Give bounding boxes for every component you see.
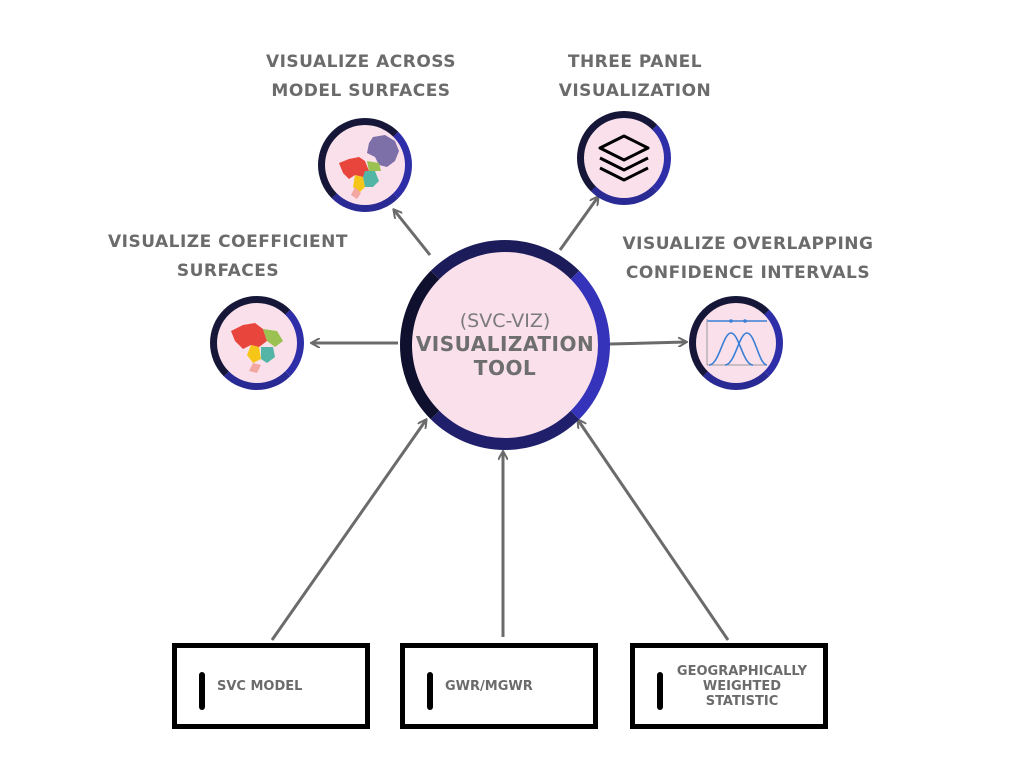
label-confidence-intervals: VISUALIZE OVERLAPPING CONFIDENCE INTERVA… [622,234,874,283]
box-label-svc-model: SVC MODEL [217,678,303,694]
label-three-panel: THREE PANEL VISUALIZATION [558,52,712,101]
box-label-gwr-mgwr: GWR/MGWR [445,678,533,694]
box-bar [199,672,205,710]
arrow-to-confidence [609,342,686,344]
node-three-panel [577,111,671,205]
node-confidence-intervals [689,296,783,390]
box-bar [427,672,433,710]
center-title-line2: TOOL [473,356,537,380]
brazil-maps-icon [339,135,399,199]
box-label-geo-stat: GEOGRAPHICALLY WEIGHTED STATISTIC [676,663,808,709]
arrow-to-across [394,210,432,256]
label-across-surfaces: VISUALIZE ACROSS MODEL SURFACES [265,52,457,101]
center-subtitle: (SVC-VIZ) [459,310,551,332]
arrow-to-three-panel [558,197,598,251]
distribution-curves-icon [706,319,768,366]
input-box-svc-model: SVC MODEL [172,643,370,729]
center-visualization-tool: (SVC-VIZ) VISUALIZATION TOOL [400,240,610,450]
arrow-from-geo [578,420,730,641]
layers-icon [598,134,650,182]
box-bar [657,672,663,710]
center-title-line1: VISUALIZATION [415,332,595,356]
brazil-map-icon [231,323,283,373]
input-box-geo-stat: GEOGRAPHICALLY WEIGHTED STATISTIC [630,643,828,729]
label-coefficient-surfaces: VISUALIZE COEFFICIENT SURFACES [107,232,348,281]
input-box-gwr-mgwr: GWR/MGWR [400,643,598,729]
node-coefficient-surfaces [210,296,304,390]
node-across-surfaces [318,118,412,212]
arrow-from-svc [270,420,426,641]
